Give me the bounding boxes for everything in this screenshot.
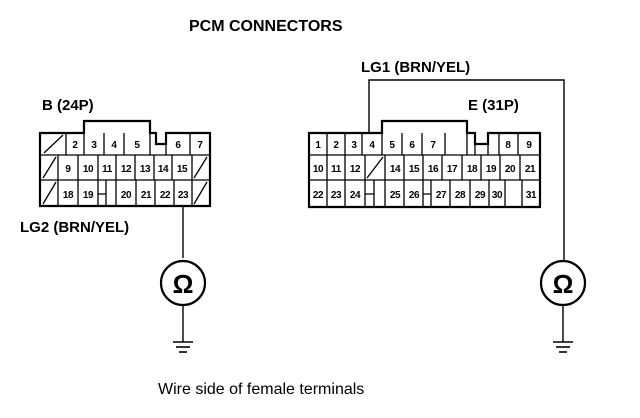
pin-e-17: 17 [447,164,458,175]
pin-e-16: 16 [428,164,439,175]
pin-b-21: 21 [141,190,152,201]
connector-e: LG1 (BRN/YEL) E (31P) [307,59,565,260]
pin-b-15: 15 [177,164,188,175]
pin-e-7: 7 [430,140,436,151]
pin-e-30: 30 [492,190,503,201]
pin-e-18: 18 [467,164,478,175]
ohm-symbol-left: Ω [173,269,194,299]
ohm-symbol-right: Ω [553,269,574,299]
lg2-wire-label: LG2 (BRN/YEL) [20,219,129,236]
pin-b-20: 20 [121,190,132,201]
pin-b-14: 14 [158,164,169,175]
pin-e-21: 21 [525,164,536,175]
pin-b-7: 7 [197,140,203,151]
pin-b-18: 18 [63,190,74,201]
pin-e-15: 15 [409,164,420,175]
pin-e-23: 23 [331,190,342,201]
pin-b-19: 19 [83,190,94,201]
pin-e-24: 24 [350,190,361,201]
pin-b-13: 13 [140,164,151,175]
pin-e-14: 14 [390,164,401,175]
pin-b-11: 11 [102,164,113,175]
pin-e-27: 27 [436,190,447,201]
connector-b-housing [38,119,212,208]
pin-b-22: 22 [160,190,171,201]
connector-b: B (24P) [20,97,212,258]
pin-e-11: 11 [331,164,342,175]
pin-e-22: 22 [313,190,324,201]
lg1-wire [368,79,565,260]
ohmmeter-left: Ω [159,259,207,353]
ground-icon-left [173,341,193,353]
pin-e-26: 26 [409,190,420,201]
diagram-caption: Wire side of female terminals [158,381,364,398]
pin-e-6: 6 [409,140,415,151]
pin-b-5: 5 [134,140,140,151]
pin-e-12: 12 [350,164,361,175]
pin-b-10: 10 [83,164,94,175]
pin-b-4: 4 [111,140,117,151]
pin-e-10: 10 [313,164,324,175]
pin-b-9: 9 [65,164,71,175]
pin-e-29: 29 [475,190,486,201]
pin-e-3: 3 [351,140,357,151]
ohmmeter-right: Ω [539,259,587,353]
pin-e-5: 5 [389,140,395,151]
lg1-wire-label: LG1 (BRN/YEL) [361,59,470,76]
pin-e-25: 25 [390,190,401,201]
pin-e-1: 1 [315,140,321,151]
diagram-title: PCM CONNECTORS [189,18,343,35]
pin-e-4: 4 [369,140,375,151]
pin-e-19: 19 [486,164,497,175]
pin-e-9: 9 [526,140,532,151]
pin-b-6: 6 [175,140,181,151]
connector-e-label: E (31P) [468,97,519,114]
ground-icon-right [553,341,573,353]
pin-e-8: 8 [505,140,511,151]
pin-b-3: 3 [91,140,97,151]
pin-e-28: 28 [455,190,466,201]
pin-b-12: 12 [121,164,132,175]
pin-e-2: 2 [333,140,339,151]
pin-b-23: 23 [178,190,189,201]
pin-e-31: 31 [526,190,537,201]
connector-b-label: B (24P) [42,97,94,114]
pin-e-20: 20 [505,164,516,175]
pin-b-2: 2 [72,140,78,151]
